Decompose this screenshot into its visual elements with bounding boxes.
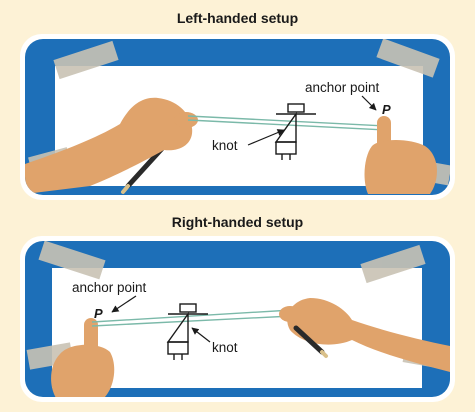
- knot-arrow: [191, 327, 211, 343]
- anchor-hand: [51, 318, 115, 397]
- knot-label: knot: [212, 138, 238, 153]
- left-setup-panel: anchor point P knot: [0, 34, 475, 204]
- knot-figure: [274, 103, 316, 160]
- point-p-label: P: [382, 102, 391, 117]
- knot-label: knot: [212, 340, 238, 355]
- pencil: [293, 325, 328, 358]
- right-setup-heading: Right-handed setup: [171, 214, 304, 230]
- anchor-point-label: anchor point: [72, 280, 147, 295]
- knot-figure: [166, 303, 208, 360]
- anchor-point-label: anchor point: [305, 80, 380, 95]
- point-p-label: P: [94, 306, 103, 321]
- anchor-hand: [364, 116, 437, 194]
- right-setup-panel: anchor point P knot: [0, 236, 475, 406]
- right-drawing-hand: [279, 298, 450, 372]
- string-loop: [91, 309, 293, 327]
- right-setup-diagram: anchor point P knot: [20, 236, 455, 402]
- knot-arrow: [247, 129, 285, 146]
- left-setup-diagram: anchor point P knot: [20, 34, 455, 200]
- anchor-arrow: [361, 95, 377, 111]
- left-setup-heading: Left-handed setup: [176, 10, 299, 26]
- anchor-arrow: [111, 295, 137, 313]
- string-loop: [187, 115, 387, 131]
